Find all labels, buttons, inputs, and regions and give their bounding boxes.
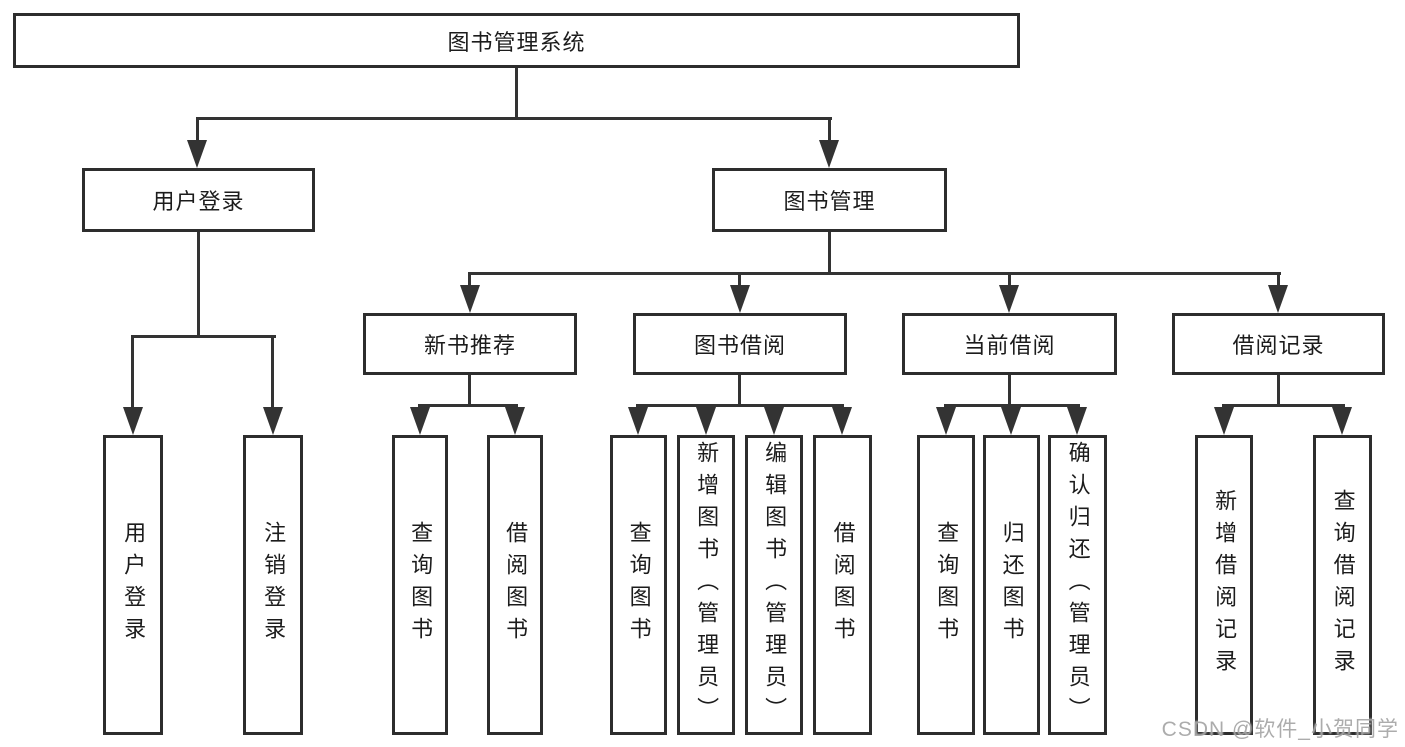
csdn-watermark: CSDN @软件_小贺同学 <box>1161 718 1399 741</box>
connector-user-login-rail <box>131 335 276 338</box>
connector-borrow-records-rail <box>1222 404 1345 407</box>
leaf-add-borrow-record: 新增借阅记录 <box>1195 435 1253 735</box>
leaf-add-books-admin: 新增图书（管理员） <box>677 435 735 735</box>
arrow-down-icon <box>505 407 525 435</box>
arrow-down-icon <box>263 407 283 435</box>
arrow-down-icon <box>936 407 956 435</box>
connector-drop-borrow-records <box>1277 272 1280 288</box>
connector-drop-new-book <box>468 272 471 288</box>
connector-drop-book-management <box>828 117 831 143</box>
connector-book-borrow-trunk <box>738 375 741 407</box>
leaf-user-login: 用户登录 <box>103 435 163 735</box>
connector-drop-logout-leaf <box>271 335 274 409</box>
arrow-down-icon <box>1268 285 1288 313</box>
connector-book-management-trunk <box>828 232 831 275</box>
node-new-book-recommend: 新书推荐 <box>363 313 577 375</box>
connector-drop-book-borrow <box>738 272 741 288</box>
node-root-library-system: 图书管理系统 <box>13 13 1020 68</box>
arrow-down-icon <box>819 140 839 168</box>
arrow-down-icon <box>1067 407 1087 435</box>
leaf-confirm-return-admin: 确认归还（管理员） <box>1048 435 1107 735</box>
connector-drop-current-borrow <box>1008 272 1011 288</box>
node-borrow-records: 借阅记录 <box>1172 313 1385 375</box>
connector-root-trunk <box>515 68 518 120</box>
connector-level2-rail <box>196 117 832 120</box>
arrow-down-icon <box>410 407 430 435</box>
arrow-down-icon <box>1001 407 1021 435</box>
connector-new-book-rail <box>418 404 518 407</box>
node-book-management: 图书管理 <box>712 168 947 232</box>
connector-current-borrow-rail <box>944 404 1080 407</box>
connector-new-book-trunk <box>468 375 471 407</box>
node-current-borrow: 当前借阅 <box>902 313 1117 375</box>
leaf-borrow-books-recommend: 借阅图书 <box>487 435 543 735</box>
arrow-down-icon <box>764 407 784 435</box>
leaf-return-books: 归还图书 <box>983 435 1040 735</box>
leaf-query-books-recommend: 查询图书 <box>392 435 448 735</box>
connector-drop-user-login <box>196 117 199 143</box>
leaf-borrow-books: 借阅图书 <box>813 435 872 735</box>
arrow-down-icon <box>628 407 648 435</box>
leaf-logout: 注销登录 <box>243 435 303 735</box>
arrow-down-icon <box>696 407 716 435</box>
arrow-down-icon <box>832 407 852 435</box>
arrow-down-icon <box>123 407 143 435</box>
connector-current-borrow-trunk <box>1008 375 1011 407</box>
arrow-down-icon <box>460 285 480 313</box>
arrow-down-icon <box>730 285 750 313</box>
arrow-down-icon <box>1332 407 1352 435</box>
connector-user-login-trunk <box>197 232 200 338</box>
arrow-down-icon <box>1214 407 1234 435</box>
connector-drop-login-leaf <box>131 335 134 409</box>
connector-borrow-records-trunk <box>1277 375 1280 407</box>
leaf-query-borrow-record: 查询借阅记录 <box>1313 435 1372 735</box>
node-user-login: 用户登录 <box>82 168 315 232</box>
arrow-down-icon <box>187 140 207 168</box>
arrow-down-icon <box>999 285 1019 313</box>
connector-book-borrow-rail <box>636 404 844 407</box>
connector-level3-rail <box>468 272 1281 275</box>
node-book-borrow: 图书借阅 <box>633 313 847 375</box>
leaf-query-books-current: 查询图书 <box>917 435 975 735</box>
leaf-edit-books-admin: 编辑图书（管理员） <box>745 435 803 735</box>
leaf-query-books-borrow: 查询图书 <box>610 435 667 735</box>
